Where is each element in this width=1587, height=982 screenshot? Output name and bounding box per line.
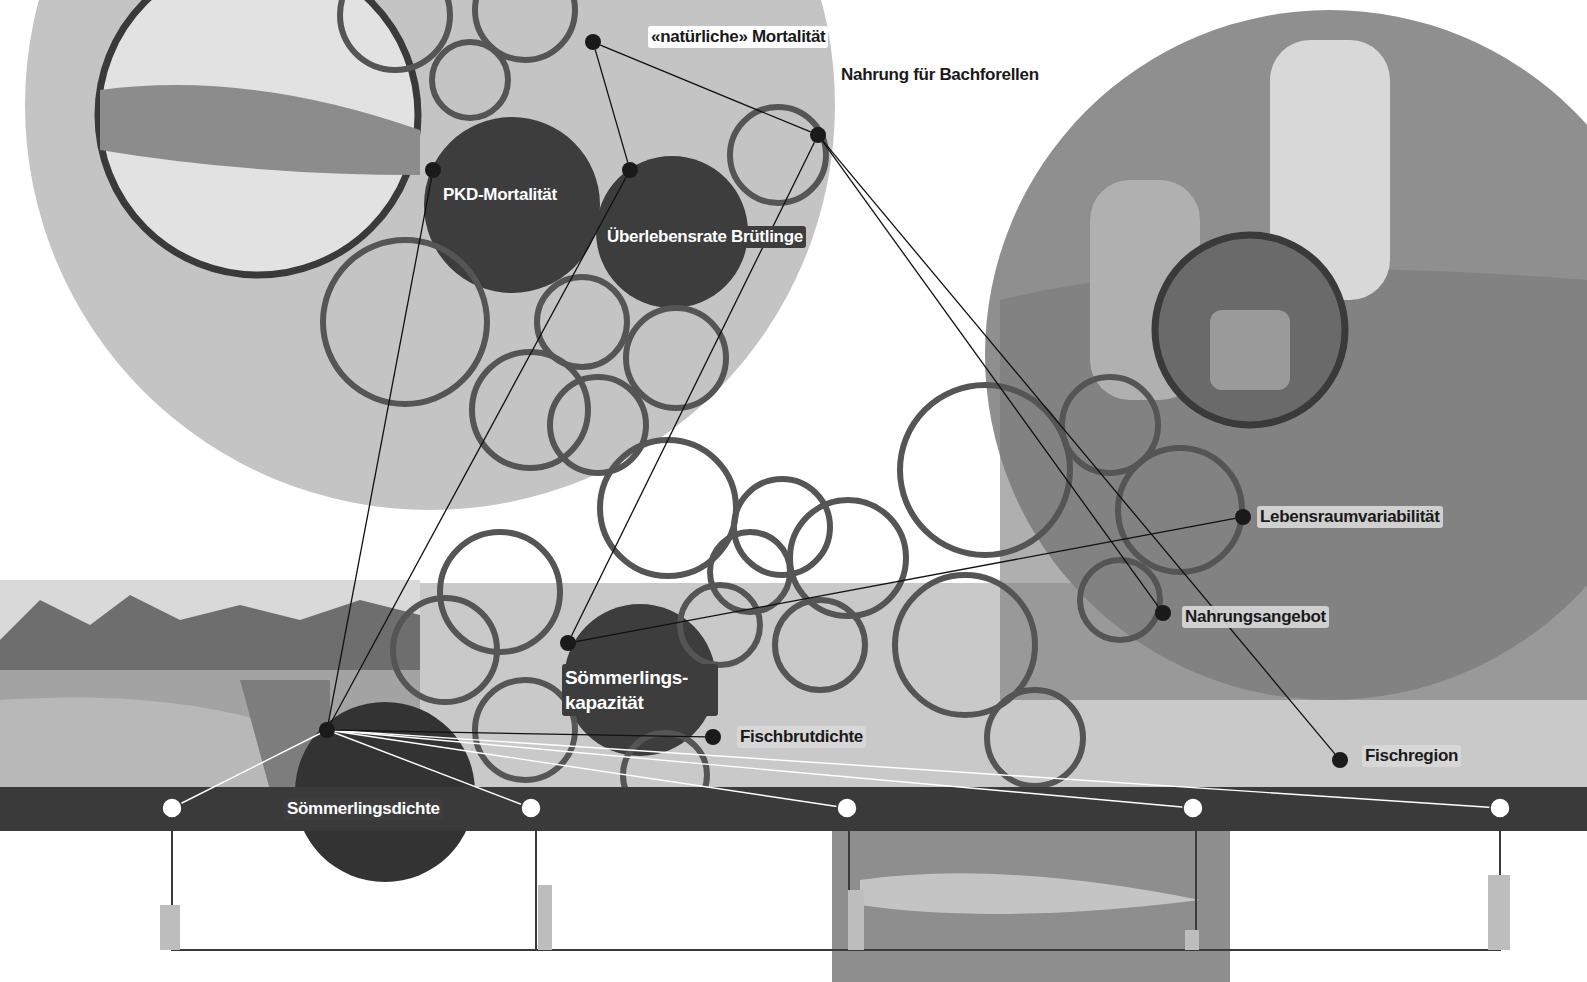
- dark-circle: [424, 117, 600, 293]
- variable-label: «natürliche» Mortalität: [648, 26, 828, 48]
- variable-label: Nahrung für Bachforellen: [838, 64, 1042, 86]
- variable-node: Fischbrutdichte: [705, 729, 721, 745]
- field-photo: [985, 10, 1587, 700]
- fish: [860, 873, 1200, 914]
- bracket: [172, 831, 1500, 950]
- variable-label: Lebensraumvariabilität: [1257, 506, 1443, 528]
- variable-label: Fischregion: [1362, 745, 1461, 767]
- variable-node: PKD-Mortalität: [425, 162, 441, 178]
- bucket: [1210, 310, 1290, 390]
- variable-label: Fischbrutdichte: [737, 726, 866, 748]
- juvenile-photo: [832, 831, 1230, 982]
- variable-node: Sömmerlingsdichte: [319, 722, 335, 738]
- region-circle: [25, 0, 835, 510]
- outline-circles: [323, 0, 1242, 817]
- variable-node: Sömmerlings- kapazität: [560, 635, 576, 651]
- tick-marks: [160, 875, 1510, 950]
- time-bar: [0, 787, 1587, 831]
- variable-label: PKD-Mortalität: [440, 184, 560, 206]
- sky: [0, 580, 420, 670]
- fish: [100, 85, 420, 175]
- bucket-circle: [1155, 235, 1345, 425]
- influence-line: [576, 518, 1235, 641]
- variable-label: Überlebensrate Brütlinge: [604, 226, 806, 248]
- influence-line: [595, 50, 628, 163]
- influence-line: [572, 142, 815, 636]
- variable-node: Fischregion: [1332, 752, 1348, 768]
- influence-line: [823, 141, 1159, 606]
- trees: [0, 595, 420, 670]
- influence-line: [600, 45, 810, 132]
- influence-line: [823, 141, 1335, 754]
- variable-node: «natürliche» Mortalität: [585, 34, 601, 50]
- variable-node: Lebensraumvariabilität: [1235, 509, 1251, 525]
- variable-node: Überlebensrate Brütlinge: [622, 162, 638, 178]
- variable-node: Nahrung für Bachforellen: [810, 127, 826, 143]
- influence-line: [328, 178, 431, 722]
- influence-line: [331, 177, 626, 723]
- variable-label: Sömmerlings- kapazität: [562, 664, 718, 716]
- variable-label: Sömmerlingsdichte: [284, 798, 443, 820]
- variable-label: Nahrungsangebot: [1182, 606, 1329, 628]
- variable-node: Nahrungsangebot: [1155, 605, 1171, 621]
- influence-line: [335, 730, 705, 737]
